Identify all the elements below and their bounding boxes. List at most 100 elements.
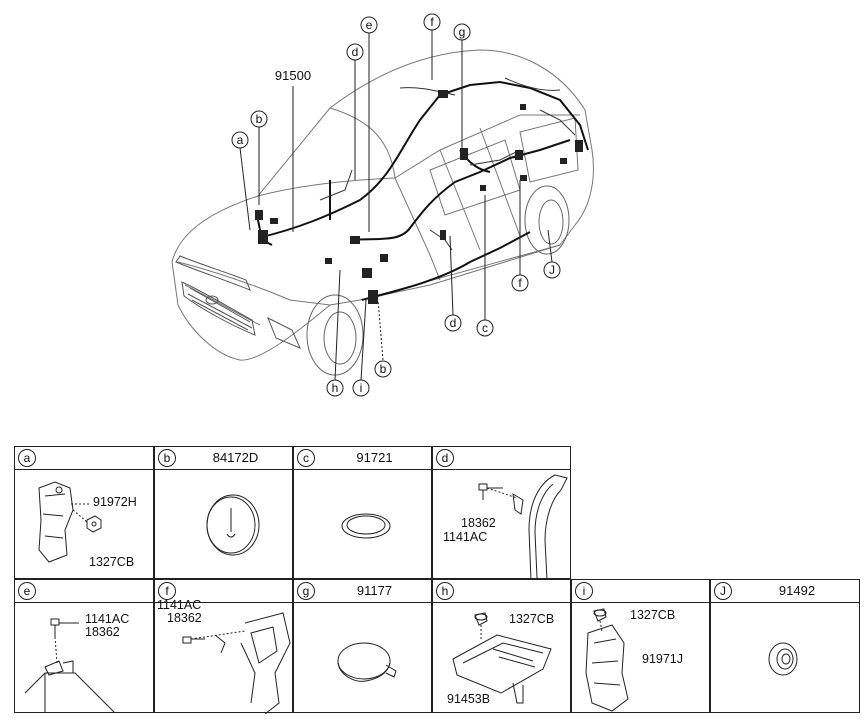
cap-drawing <box>337 642 397 682</box>
rear-pillar-drawing <box>182 612 291 714</box>
wheels <box>306 185 570 376</box>
cell-body <box>155 470 292 578</box>
cell-body <box>711 603 859 712</box>
cell-header: c 91721 <box>294 447 431 470</box>
label-1141AC: 1141AC <box>443 530 488 544</box>
cell-body: 1141AC 18362 <box>155 599 292 714</box>
label-91453B: 91453B <box>447 692 491 706</box>
cell-j: J 91492 <box>710 579 860 713</box>
front-headlight <box>175 255 301 349</box>
callout-letter-i: i <box>360 381 363 395</box>
callout-letter-b-top: b <box>256 112 263 126</box>
car-wiring-diagram: a b d e f g h i b d c f J 91500 <box>171 13 594 397</box>
cell-letter: h <box>436 582 454 600</box>
cell-h: h 1327CB 91453B <box>432 579 571 713</box>
cell-e: e 1141AC 18362 <box>14 579 154 714</box>
callout-d-top <box>346 43 364 61</box>
label-1327CB: 1327CB <box>630 608 676 622</box>
callout-j <box>543 261 561 279</box>
callout-letter-d-top: d <box>352 45 359 59</box>
cell-header: i <box>572 580 709 603</box>
cell-body <box>294 603 431 712</box>
grommet-j-drawing <box>768 642 798 676</box>
callout-letter-d-bottom: d <box>450 316 457 330</box>
cell-part-number: 91721 <box>356 450 393 465</box>
callout-e <box>360 16 378 34</box>
bracket-drawing <box>38 481 102 563</box>
callout-h <box>326 379 344 397</box>
cell-i: i 1327CB 91971J <box>571 579 710 713</box>
plug-cap-drawing <box>206 494 260 556</box>
cell-d: d 18362 1141AC <box>432 446 571 580</box>
cell-letter: b <box>158 449 176 467</box>
cell-header: a <box>15 447 153 470</box>
callout-a <box>231 131 249 149</box>
cell-header: d <box>433 447 570 470</box>
callout-g <box>453 23 471 41</box>
cell-header: f <box>155 580 292 603</box>
callout-letter-g: g <box>459 25 466 39</box>
wiring-thin <box>319 77 576 251</box>
callout-b-bottom <box>374 360 392 378</box>
cell-letter: a <box>18 449 36 467</box>
label-18362: 18362 <box>461 516 496 530</box>
label-1141AC: 1141AC <box>157 598 202 612</box>
callout-letter-a: a <box>237 133 244 147</box>
cell-part-number: 91177 <box>356 583 393 598</box>
cell-body: 18362 1141AC <box>433 470 570 580</box>
callout-letter-j: J <box>549 263 555 277</box>
callout-f-top <box>423 13 441 31</box>
callout-d-bottom <box>444 314 462 332</box>
callouts <box>231 13 561 397</box>
leader-lines <box>239 30 553 381</box>
cell-a: a 91972H 1327CB <box>14 446 154 579</box>
callout-letter-h: h <box>332 381 339 395</box>
bracket-i-drawing <box>585 608 629 712</box>
callout-letter-f-bottom: f <box>518 276 522 290</box>
parts-table: a 91972H 1327CB b 84172D <box>14 446 860 714</box>
cell-letter: e <box>18 582 36 600</box>
cell-header: b 84172D <box>155 447 292 470</box>
pillar-drawing <box>478 474 568 580</box>
cell-header: g 91177 <box>294 580 431 603</box>
label-18362: 18362 <box>85 625 120 639</box>
label-1327CB: 1327CB <box>89 555 135 569</box>
label-91971J: 91971J <box>642 652 684 666</box>
label-18362: 18362 <box>167 611 202 625</box>
callout-letter-e: e <box>366 18 373 32</box>
connectors <box>255 90 583 304</box>
callout-letter-f-top: f <box>430 15 434 29</box>
callout-b-top <box>250 110 268 128</box>
callout-letter-b-bottom: b <box>380 362 387 376</box>
main-part-number: 91500 <box>275 68 311 83</box>
wiring-harness <box>257 80 589 301</box>
cover-bracket-drawing <box>452 612 552 704</box>
cell-letter: J <box>714 582 732 600</box>
cell-body <box>294 470 431 578</box>
cell-part-number: 91492 <box>778 583 816 598</box>
cell-letter: g <box>297 582 315 600</box>
cell-body: 1327CB 91971J <box>572 603 709 712</box>
floor-bracket-drawing <box>24 618 116 714</box>
cell-letter: c <box>297 449 315 467</box>
cell-c: c 91721 <box>293 446 432 579</box>
cell-f: f 1141AC 18362 <box>154 579 293 714</box>
callout-letter-c: c <box>482 321 488 335</box>
cell-body: 1141AC 18362 <box>15 603 153 714</box>
cell-header: e <box>15 580 153 603</box>
cell-body: 91972H 1327CB <box>15 470 153 578</box>
cell-letter: i <box>575 582 593 600</box>
callout-labels: a b d e f g h i b d c f J 91500 <box>237 15 555 395</box>
cell-header: J 91492 <box>711 580 859 603</box>
cell-part-number: 84172D <box>212 450 259 465</box>
label-91972H: 91972H <box>93 495 137 509</box>
callout-c <box>476 319 494 337</box>
cell-g: g 91177 <box>293 579 432 713</box>
label-1327CB: 1327CB <box>509 612 555 626</box>
front-grille <box>181 281 256 336</box>
cell-header: h <box>433 580 570 603</box>
callout-f-bottom <box>511 274 529 292</box>
callout-i <box>352 379 370 397</box>
cell-letter: d <box>436 449 454 467</box>
cell-body: 1327CB 91453B <box>433 603 570 712</box>
